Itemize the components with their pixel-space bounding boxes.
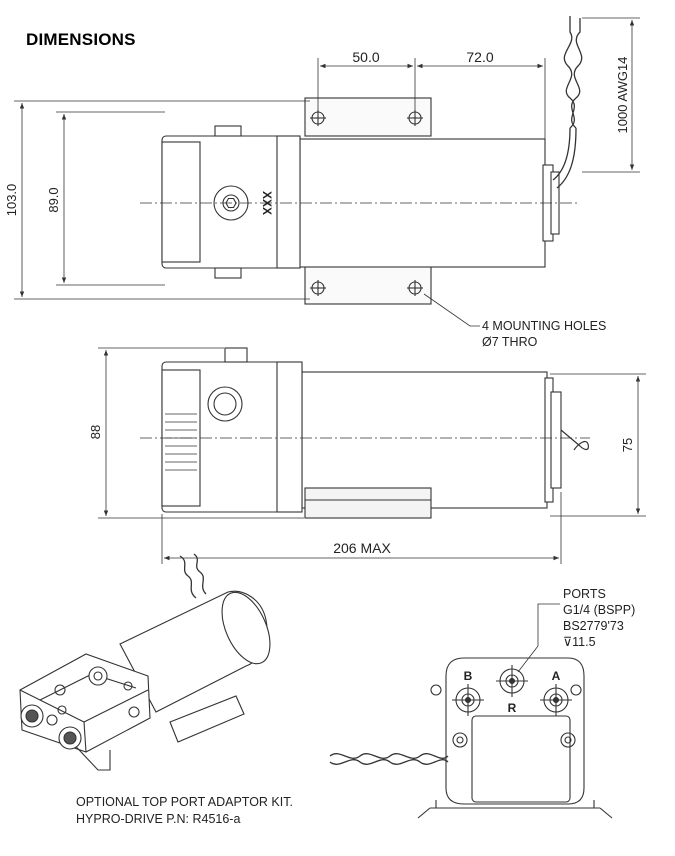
end-view-wires bbox=[329, 753, 449, 765]
mounting-holes-label: 4 MOUNTING HOLES bbox=[482, 319, 606, 333]
port-r-label: R bbox=[508, 701, 517, 715]
mounting-bracket-top bbox=[304, 97, 432, 137]
mounting-bracket-bottom bbox=[304, 265, 432, 305]
kit-note: OPTIONAL TOP PORT ADAPTOR KIT. HYPRO-DRI… bbox=[76, 794, 293, 828]
port-a-label: A bbox=[552, 669, 561, 683]
dim-mount-height: 89.0 bbox=[46, 187, 61, 212]
port-a bbox=[540, 684, 572, 716]
port-b bbox=[452, 684, 484, 716]
ports-title: PORTS bbox=[563, 587, 606, 601]
end-view bbox=[329, 603, 613, 819]
top-view bbox=[140, 16, 583, 305]
ports-depth: ⊽11.5 bbox=[563, 635, 596, 649]
kit-note-line1: OPTIONAL TOP PORT ADAPTOR KIT. bbox=[76, 795, 293, 809]
port-b-label: B bbox=[464, 669, 473, 683]
dim-lead-length: 1000 AWG14 bbox=[615, 57, 630, 134]
dimension-lines-top bbox=[14, 17, 640, 327]
ports-thread: G1/4 (BSPP) bbox=[563, 603, 635, 617]
page-title: DIMENSIONS bbox=[26, 30, 136, 49]
dimension-lines-side bbox=[98, 347, 646, 564]
dim-overall-length: 206 MAX bbox=[333, 540, 391, 556]
iso-pump-block bbox=[19, 653, 151, 753]
mounting-holes-size: Ø7 THRO bbox=[482, 335, 538, 349]
side-view bbox=[140, 347, 590, 519]
port-r bbox=[496, 665, 528, 697]
dim-side-height: 88 bbox=[88, 425, 103, 439]
motor-body-side bbox=[296, 371, 548, 509]
mounting-foot-side bbox=[304, 487, 432, 519]
dim-overall-height-top: 103.0 bbox=[4, 184, 19, 217]
port-side-view bbox=[207, 386, 243, 422]
dim-hole-spacing-2: 72.0 bbox=[466, 49, 493, 65]
housing-mark: XXX bbox=[260, 191, 274, 215]
twisted-lead-wires bbox=[563, 16, 583, 129]
dim-motor-diameter: 75 bbox=[620, 438, 635, 452]
isometric-view bbox=[19, 553, 271, 771]
kit-note-line2: HYPRO-DRIVE P.N: R4516-a bbox=[76, 812, 241, 826]
ports-standard: BS2779'73 bbox=[563, 619, 624, 633]
dim-hole-spacing-1: 50.0 bbox=[352, 49, 379, 65]
